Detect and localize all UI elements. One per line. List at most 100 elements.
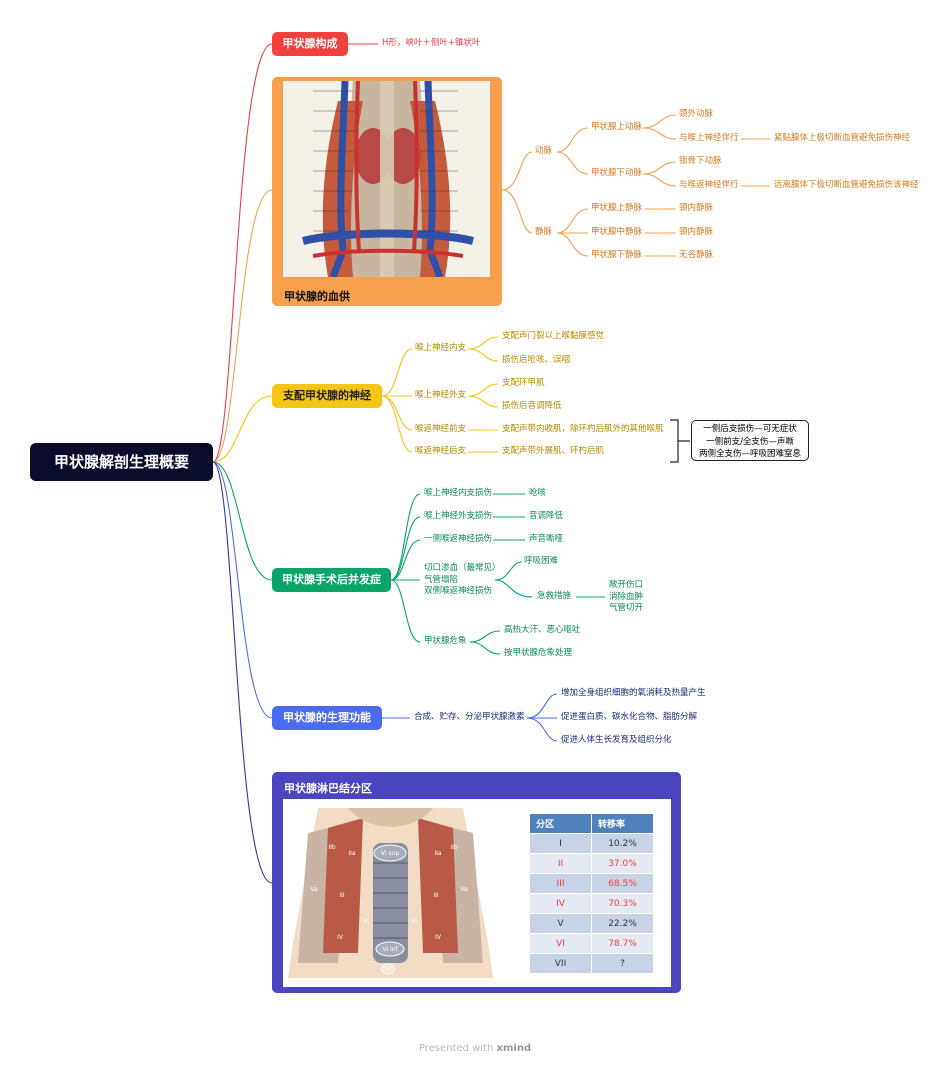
sup-artery-note[interactable]: 紧贴腺体上极切断血管避免损伤神经 — [774, 133, 911, 143]
zone-label-vi-l: VI — [363, 918, 369, 925]
sup-vein-target[interactable]: 颈内静脉 — [679, 203, 714, 213]
zone-label-iv-r: IV — [435, 934, 442, 941]
blood-supply-title: 甲状腺的血供 — [284, 290, 350, 303]
sup-thyroid-artery[interactable]: 甲状腺上动脉 — [591, 122, 643, 132]
sup-artery-nerve[interactable]: 与喉上神经伴行 — [679, 133, 739, 143]
rate-cell: 10.2% — [591, 833, 654, 854]
comp-sln-external[interactable]: 喉上神经外支损伤 — [424, 511, 493, 521]
comp-thyroid-crisis[interactable]: 甲状腺危象 — [424, 636, 467, 646]
nerve-sln-external-b[interactable]: 损伤后音调降低 — [502, 401, 562, 411]
rate-cell: 22.2% — [591, 913, 654, 934]
comp-dyspnea[interactable]: 呼吸困难 — [524, 556, 559, 566]
nerve-sln-internal-a[interactable]: 支配声门裂以上喉黏膜感觉 — [502, 331, 605, 341]
comp-rln-unilateral-a[interactable]: 声音嘶哑 — [529, 534, 564, 544]
comp-crisis-a[interactable]: 高热大汗、恶心呕吐 — [504, 625, 581, 635]
table-header-rate: 转移率 — [591, 813, 654, 834]
callout-line-2: 一侧前支/全支伤—声嘶 — [706, 436, 794, 447]
rate-cell: 68.5% — [591, 873, 654, 894]
neck-anatomy-image — [283, 81, 490, 277]
rate-cell: 70.3% — [591, 893, 654, 914]
inf-artery-origin[interactable]: 锁骨下动脉 — [679, 156, 722, 166]
zone-label-iii-r: III — [433, 892, 439, 899]
comp-cause-2: 气管塌陷 — [424, 574, 459, 585]
nerve-rln-posterior[interactable]: 喉返神经后支 — [415, 446, 467, 456]
artery-label[interactable]: 动脉 — [535, 146, 553, 156]
sup-thyroid-vein[interactable]: 甲状腺上静脉 — [591, 203, 643, 213]
zone-cell: VI — [529, 933, 592, 954]
comp-emergency-steps[interactable]: 敞开伤口 消除血肿 气管切开 — [609, 580, 643, 615]
nerve-rln-anterior[interactable]: 喉返神经前支 — [415, 424, 467, 434]
inf-thyroid-artery[interactable]: 甲状腺下动脉 — [591, 168, 643, 178]
comp-crisis-b[interactable]: 按甲状腺危象处理 — [504, 648, 573, 658]
inf-thyroid-vein[interactable]: 甲状腺下静脉 — [591, 250, 643, 260]
footer-prefix: Presented with — [418, 1043, 494, 1054]
footer-brand: xmind — [496, 1043, 532, 1054]
comp-cause-3: 双侧喉返神经损伤 — [424, 586, 493, 596]
nerve-injury-callout[interactable]: 一侧后支损伤—可无症状 一侧前支/全支伤—声嘶 两侧全支伤—呼吸困难窒息 — [691, 420, 809, 461]
composition-desc[interactable]: H形，峡叶＋侧叶+锥状叶 — [382, 38, 481, 48]
zone-cell: II — [529, 853, 592, 874]
comp-cause-1: 切口渗血（最常见） — [424, 563, 501, 573]
mid-vein-target[interactable]: 颈内静脉 — [679, 227, 714, 237]
comp-sln-internal-a[interactable]: 呛咳 — [529, 488, 547, 498]
zone-label-iv-l: IV — [337, 934, 344, 941]
nerve-sln-internal-b[interactable]: 损伤后呛咳、误咽 — [502, 355, 571, 365]
zone-label-iia-r: IIa — [434, 850, 442, 857]
zone-label-iib-l: IIb — [328, 844, 336, 851]
topic-nerve[interactable]: 支配甲状腺的神经 — [272, 384, 382, 408]
nerve-sln-external[interactable]: 喉上神经外支 — [415, 390, 467, 400]
vein-label[interactable]: 静脉 — [535, 227, 553, 237]
nerve-sln-internal[interactable]: 喉上神经内支 — [415, 343, 467, 353]
emergency-step-1: 敞开伤口 — [609, 580, 644, 590]
topic-complications[interactable]: 甲状腺手术后并发症 — [272, 568, 391, 592]
zone-label-vii: VII — [384, 966, 392, 973]
lymph-zones-diagram: VI sup VI inf VII IIb IIa IIa IIb III II… — [288, 803, 493, 978]
physiology-f1[interactable]: 增加全身组织细胞的氧消耗及热量产生 — [561, 688, 706, 698]
inf-vein-target[interactable]: 无名静脉 — [679, 250, 714, 260]
nerve-rln-posterior-a[interactable]: 支配声带外展肌、环杓后肌 — [502, 446, 605, 456]
emergency-step-2: 消除血肿 — [609, 591, 644, 602]
rate-cell: 37.0% — [591, 853, 654, 874]
comp-airway-causes[interactable]: 切口渗血（最常见） 气管塌陷 双侧喉返神经损伤 — [424, 563, 501, 598]
root-topic[interactable]: 甲状腺解剖生理概要 — [30, 443, 213, 481]
topic-physiology[interactable]: 甲状腺的生理功能 — [272, 706, 382, 730]
comp-rln-unilateral[interactable]: 一侧喉返神经损伤 — [424, 534, 493, 544]
zone-label-iib-r: IIb — [450, 844, 458, 851]
zone-label-vi-r: VI — [411, 918, 417, 925]
zone-cell: VII — [529, 953, 592, 974]
comp-sln-internal[interactable]: 喉上神经内支损伤 — [424, 488, 493, 498]
nerve-sln-external-a[interactable]: 支配环甲肌 — [502, 378, 545, 388]
inf-artery-nerve[interactable]: 与喉返神经伴行 — [679, 180, 739, 190]
footer-watermark: Presented with xmind — [0, 1043, 950, 1054]
comp-sln-external-a[interactable]: 音调降低 — [529, 511, 564, 521]
callout-line-1: 一侧后支损伤—可无症状 — [703, 424, 797, 434]
zone-label-iia-l: IIa — [348, 850, 356, 857]
zone-label-va-l: Va — [310, 886, 318, 893]
zone-label-iii-l: III — [339, 892, 345, 899]
zone-cell: IV — [529, 893, 592, 914]
callout-line-3: 两侧全支伤—呼吸困难窒息 — [698, 449, 801, 459]
nerve-rln-anterior-a[interactable]: 支配声带内收肌，除环杓后肌外的其他喉肌 — [502, 424, 664, 434]
zone-label-va-r: Va — [460, 886, 468, 893]
inf-artery-note[interactable]: 远离腺体下极切断血管避免损伤该神经 — [774, 180, 919, 190]
zone-cell: III — [529, 873, 592, 894]
sup-artery-origin[interactable]: 颈外动脉 — [679, 109, 714, 119]
zone-cell: V — [529, 913, 592, 934]
topic-composition[interactable]: 甲状腺构成 — [272, 32, 348, 56]
mid-thyroid-vein[interactable]: 甲状腺中静脉 — [591, 227, 643, 237]
lymph-title: 甲状腺淋巴结分区 — [284, 782, 372, 795]
physiology-f3[interactable]: 促进人体生长发育及组织分化 — [561, 735, 672, 745]
physiology-f2[interactable]: 促进蛋白质、碳水化合物、脂肪分解 — [561, 712, 698, 722]
comp-emergency[interactable]: 急救措施 — [537, 591, 572, 601]
zone-label-vi-sup: VI sup — [381, 850, 400, 857]
physiology-main[interactable]: 合成、贮存、分泌甲状腺激素 — [414, 712, 525, 722]
rate-cell: ? — [591, 953, 654, 974]
